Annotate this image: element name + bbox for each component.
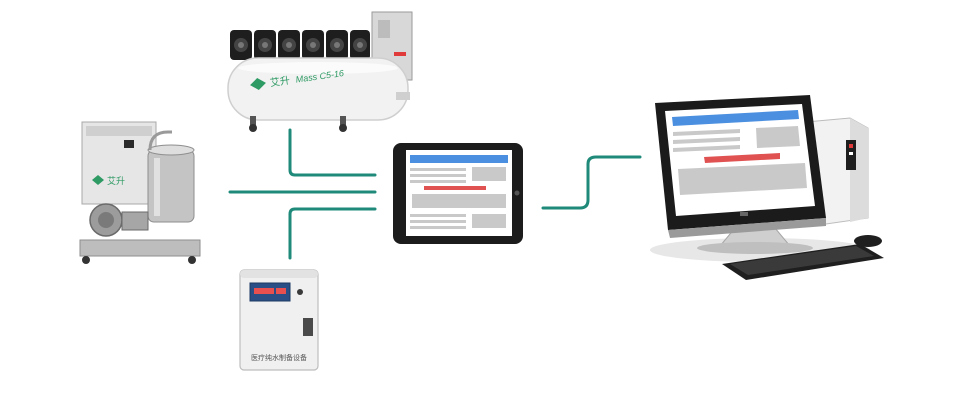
connector-water-unit-to-tablet [288,207,377,260]
vacuum-suction-unit-icon: 艾升 [79,121,201,264]
vacuum-brand-label: 艾升 [107,176,125,187]
water-purifier-icon: 医疗纯水制备设备 [239,269,319,371]
tablet-icon [393,143,523,244]
tablet-screen-content [410,155,508,229]
compressor-brand-label: 艾升 [269,75,290,90]
water-unit-label: 医疗纯水制备设备 [251,353,307,362]
air-compressor-icon: 艾升 Mass C5-16 [227,11,413,132]
desktop-computer-icon [650,95,884,280]
connector-lines [228,128,642,260]
connector-tablet-to-desktop [541,155,642,210]
connector-compressor-to-tablet [288,128,377,177]
desktop-screen-content [672,110,807,195]
